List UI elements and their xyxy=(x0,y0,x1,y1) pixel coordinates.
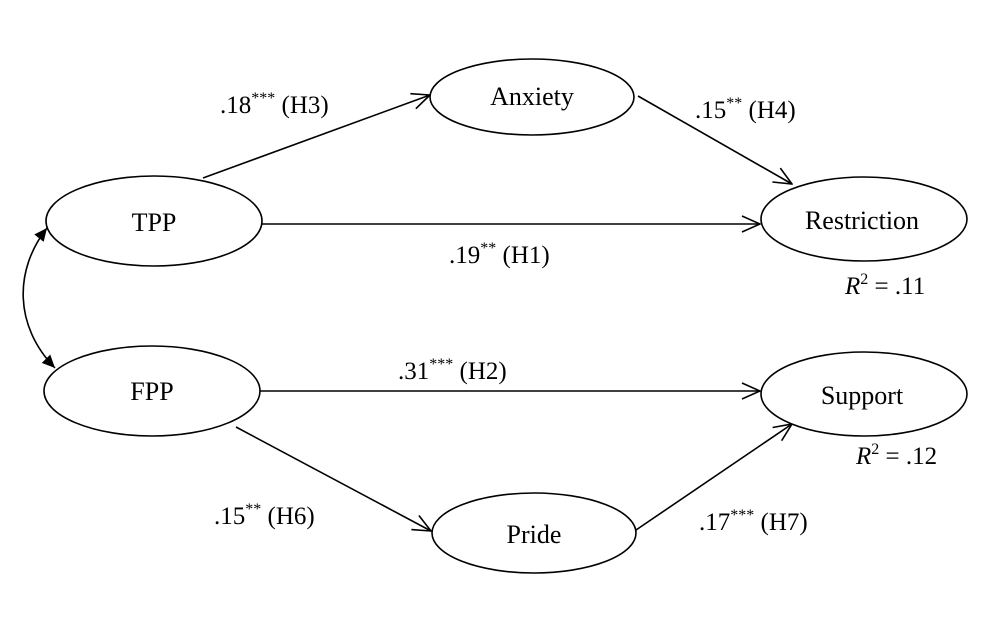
node-support-label: Support xyxy=(821,381,904,410)
node-pride-label: Pride xyxy=(507,520,562,549)
label-fpp-support: .31*** (H2) xyxy=(398,356,507,385)
arrow-anxiety-restriction xyxy=(637,95,792,184)
arrow-pride-support xyxy=(635,424,792,531)
node-restriction-label: Restriction xyxy=(805,206,919,235)
arrow-fpp-pride xyxy=(235,426,431,531)
node-support xyxy=(760,351,968,437)
node-tpp-label: TPP xyxy=(132,208,177,237)
node-anxiety xyxy=(429,58,635,136)
label-tpp-restriction: .19** (H1) xyxy=(449,240,550,269)
node-tpp xyxy=(45,175,263,267)
node-pride xyxy=(431,492,637,574)
label-tpp-anxiety: .18*** (H3) xyxy=(220,90,329,119)
arrow-tpp-anxiety xyxy=(202,95,430,179)
node-fpp xyxy=(43,345,261,437)
label-anxiety-restriction: .15** (H4) xyxy=(695,95,796,124)
node-fpp-label: FPP xyxy=(130,377,173,406)
correlation-tpp-fpp xyxy=(22,227,56,369)
node-restriction xyxy=(760,176,968,262)
label-fpp-pride: .15** (H6) xyxy=(214,501,315,530)
node-anxiety-label: Anxiety xyxy=(490,82,574,111)
label-pride-support: .17*** (H7) xyxy=(699,507,808,536)
r-squared-restriction: R2 = .11 xyxy=(844,271,925,300)
r-squared-support: R2 = .12 xyxy=(855,441,937,470)
